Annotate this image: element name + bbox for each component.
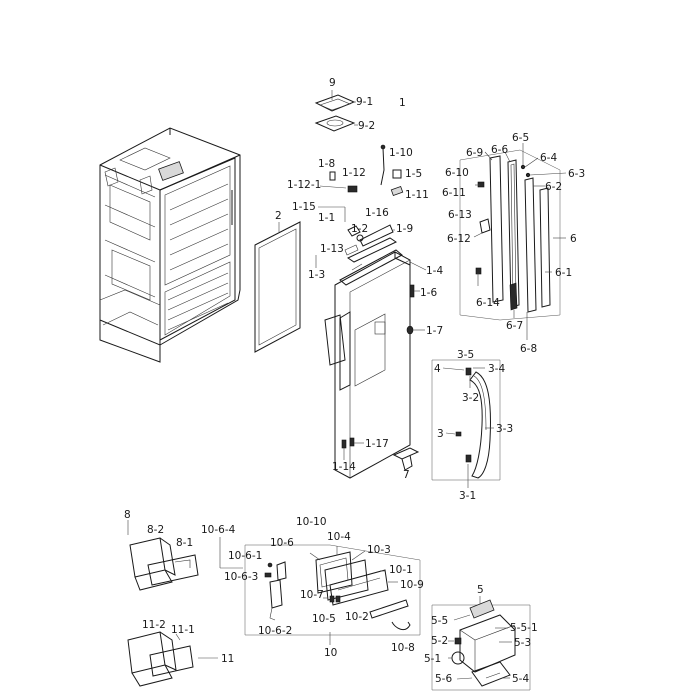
part-labels: 9 9-1 9-2 1 1-10 1-5 1-11 1-8 1-12 1-12-… <box>124 77 585 685</box>
label-10-8: 10-8 <box>391 642 415 654</box>
label-10-7: 10-7 <box>300 589 324 601</box>
freezer-door-assembly <box>315 237 427 479</box>
ice-maker-assembly-5 <box>431 596 531 691</box>
door-gasket <box>254 221 301 353</box>
label-1-16: 1-16 <box>365 207 389 219</box>
label-1-12-1: 1-12-1 <box>287 179 321 191</box>
label-6-4: 6-4 <box>540 152 557 164</box>
label-10-9: 10-9 <box>400 579 424 591</box>
label-6-3: 6-3 <box>568 168 585 180</box>
label-6-7: 6-7 <box>506 320 523 332</box>
label-10-5: 10-5 <box>312 613 336 625</box>
label-6-1: 6-1 <box>555 267 572 279</box>
label-10-6-1: 10-6-1 <box>228 550 262 562</box>
label-1-3: 1-3 <box>308 269 325 281</box>
label-6-6: 6-6 <box>491 144 508 156</box>
refrigerator-cabinet <box>99 127 241 363</box>
label-5-6: 5-6 <box>435 673 452 685</box>
label-6-2: 6-2 <box>545 181 562 193</box>
label-10-2: 10-2 <box>345 611 369 623</box>
label-5: 5 <box>477 584 484 596</box>
label-5-4: 5-4 <box>512 673 529 685</box>
door-bin-8 <box>127 520 199 591</box>
label-10-6: 10-6 <box>270 537 294 549</box>
door-small-parts <box>318 144 404 256</box>
label-9-2: 9-2 <box>358 120 375 132</box>
label-6-11: 6-11 <box>442 187 466 199</box>
label-6-13: 6-13 <box>448 209 472 221</box>
door-bin-11 <box>127 631 218 687</box>
label-10-6-4: 10-6-4 <box>201 524 236 536</box>
label-2: 2 <box>275 210 282 222</box>
label-5-3: 5-3 <box>514 637 531 649</box>
label-6-10: 6-10 <box>445 167 469 179</box>
label-3-2: 3-2 <box>462 392 479 404</box>
label-5-5-1: 5-5-1 <box>510 622 538 634</box>
label-4: 4 <box>434 363 441 375</box>
label-1-8: 1-8 <box>318 158 335 170</box>
label-1-2: 1-2 <box>351 223 368 235</box>
label-11-1: 11-1 <box>171 624 195 636</box>
label-1-14: 1-14 <box>332 461 356 473</box>
label-6: 6 <box>570 233 577 245</box>
label-11-2: 11-2 <box>142 619 166 631</box>
label-3-4: 3-4 <box>488 363 505 375</box>
label-1-7: 1-7 <box>426 325 443 337</box>
label-10-1: 10-1 <box>389 564 413 576</box>
label-5-2: 5-2 <box>431 635 448 647</box>
label-3-3: 3-3 <box>496 423 513 435</box>
label-11: 11 <box>221 653 234 665</box>
label-1-12: 1-12 <box>342 167 366 179</box>
label-3-1: 3-1 <box>459 490 476 502</box>
label-3: 3 <box>437 428 444 440</box>
label-1-4: 1-4 <box>426 265 443 277</box>
label-1-9: 1-9 <box>396 223 413 235</box>
label-9-1: 9-1 <box>356 96 373 108</box>
label-6-12: 6-12 <box>447 233 471 245</box>
label-10: 10 <box>324 647 337 659</box>
label-3-5: 3-5 <box>457 349 474 361</box>
label-1-1: 1-1 <box>318 212 335 224</box>
label-8: 8 <box>124 509 131 521</box>
label-10-4: 10-4 <box>327 531 351 543</box>
label-9: 9 <box>329 77 336 89</box>
label-5-1: 5-1 <box>424 653 441 665</box>
label-1-13: 1-13 <box>320 243 344 255</box>
dispenser-assembly-10 <box>219 537 421 645</box>
label-6-5: 6-5 <box>512 132 529 144</box>
label-1-5: 1-5 <box>405 168 422 180</box>
label-1-6: 1-6 <box>420 287 437 299</box>
label-8-1: 8-1 <box>176 537 193 549</box>
label-1: 1 <box>399 97 406 109</box>
label-6-9: 6-9 <box>466 147 483 159</box>
label-1-17: 1-17 <box>365 438 389 450</box>
label-6-8: 6-8 <box>520 343 537 355</box>
label-1-11: 1-11 <box>405 189 429 201</box>
label-6-14: 6-14 <box>476 297 500 309</box>
door-handle-assembly <box>459 143 567 340</box>
label-10-6-3: 10-6-3 <box>224 571 258 583</box>
label-10-6-2: 10-6-2 <box>258 625 292 637</box>
label-10-3: 10-3 <box>367 544 391 556</box>
label-1-10: 1-10 <box>389 147 413 159</box>
label-10-10: 10-10 <box>296 516 327 528</box>
label-7: 7 <box>403 469 410 481</box>
label-5-5: 5-5 <box>431 615 448 627</box>
label-1-15: 1-15 <box>292 201 316 213</box>
label-8-2: 8-2 <box>147 524 164 536</box>
part-7 <box>392 447 420 471</box>
freezer-handle-assembly <box>431 359 501 488</box>
hinge-cover-assembly <box>314 90 358 132</box>
